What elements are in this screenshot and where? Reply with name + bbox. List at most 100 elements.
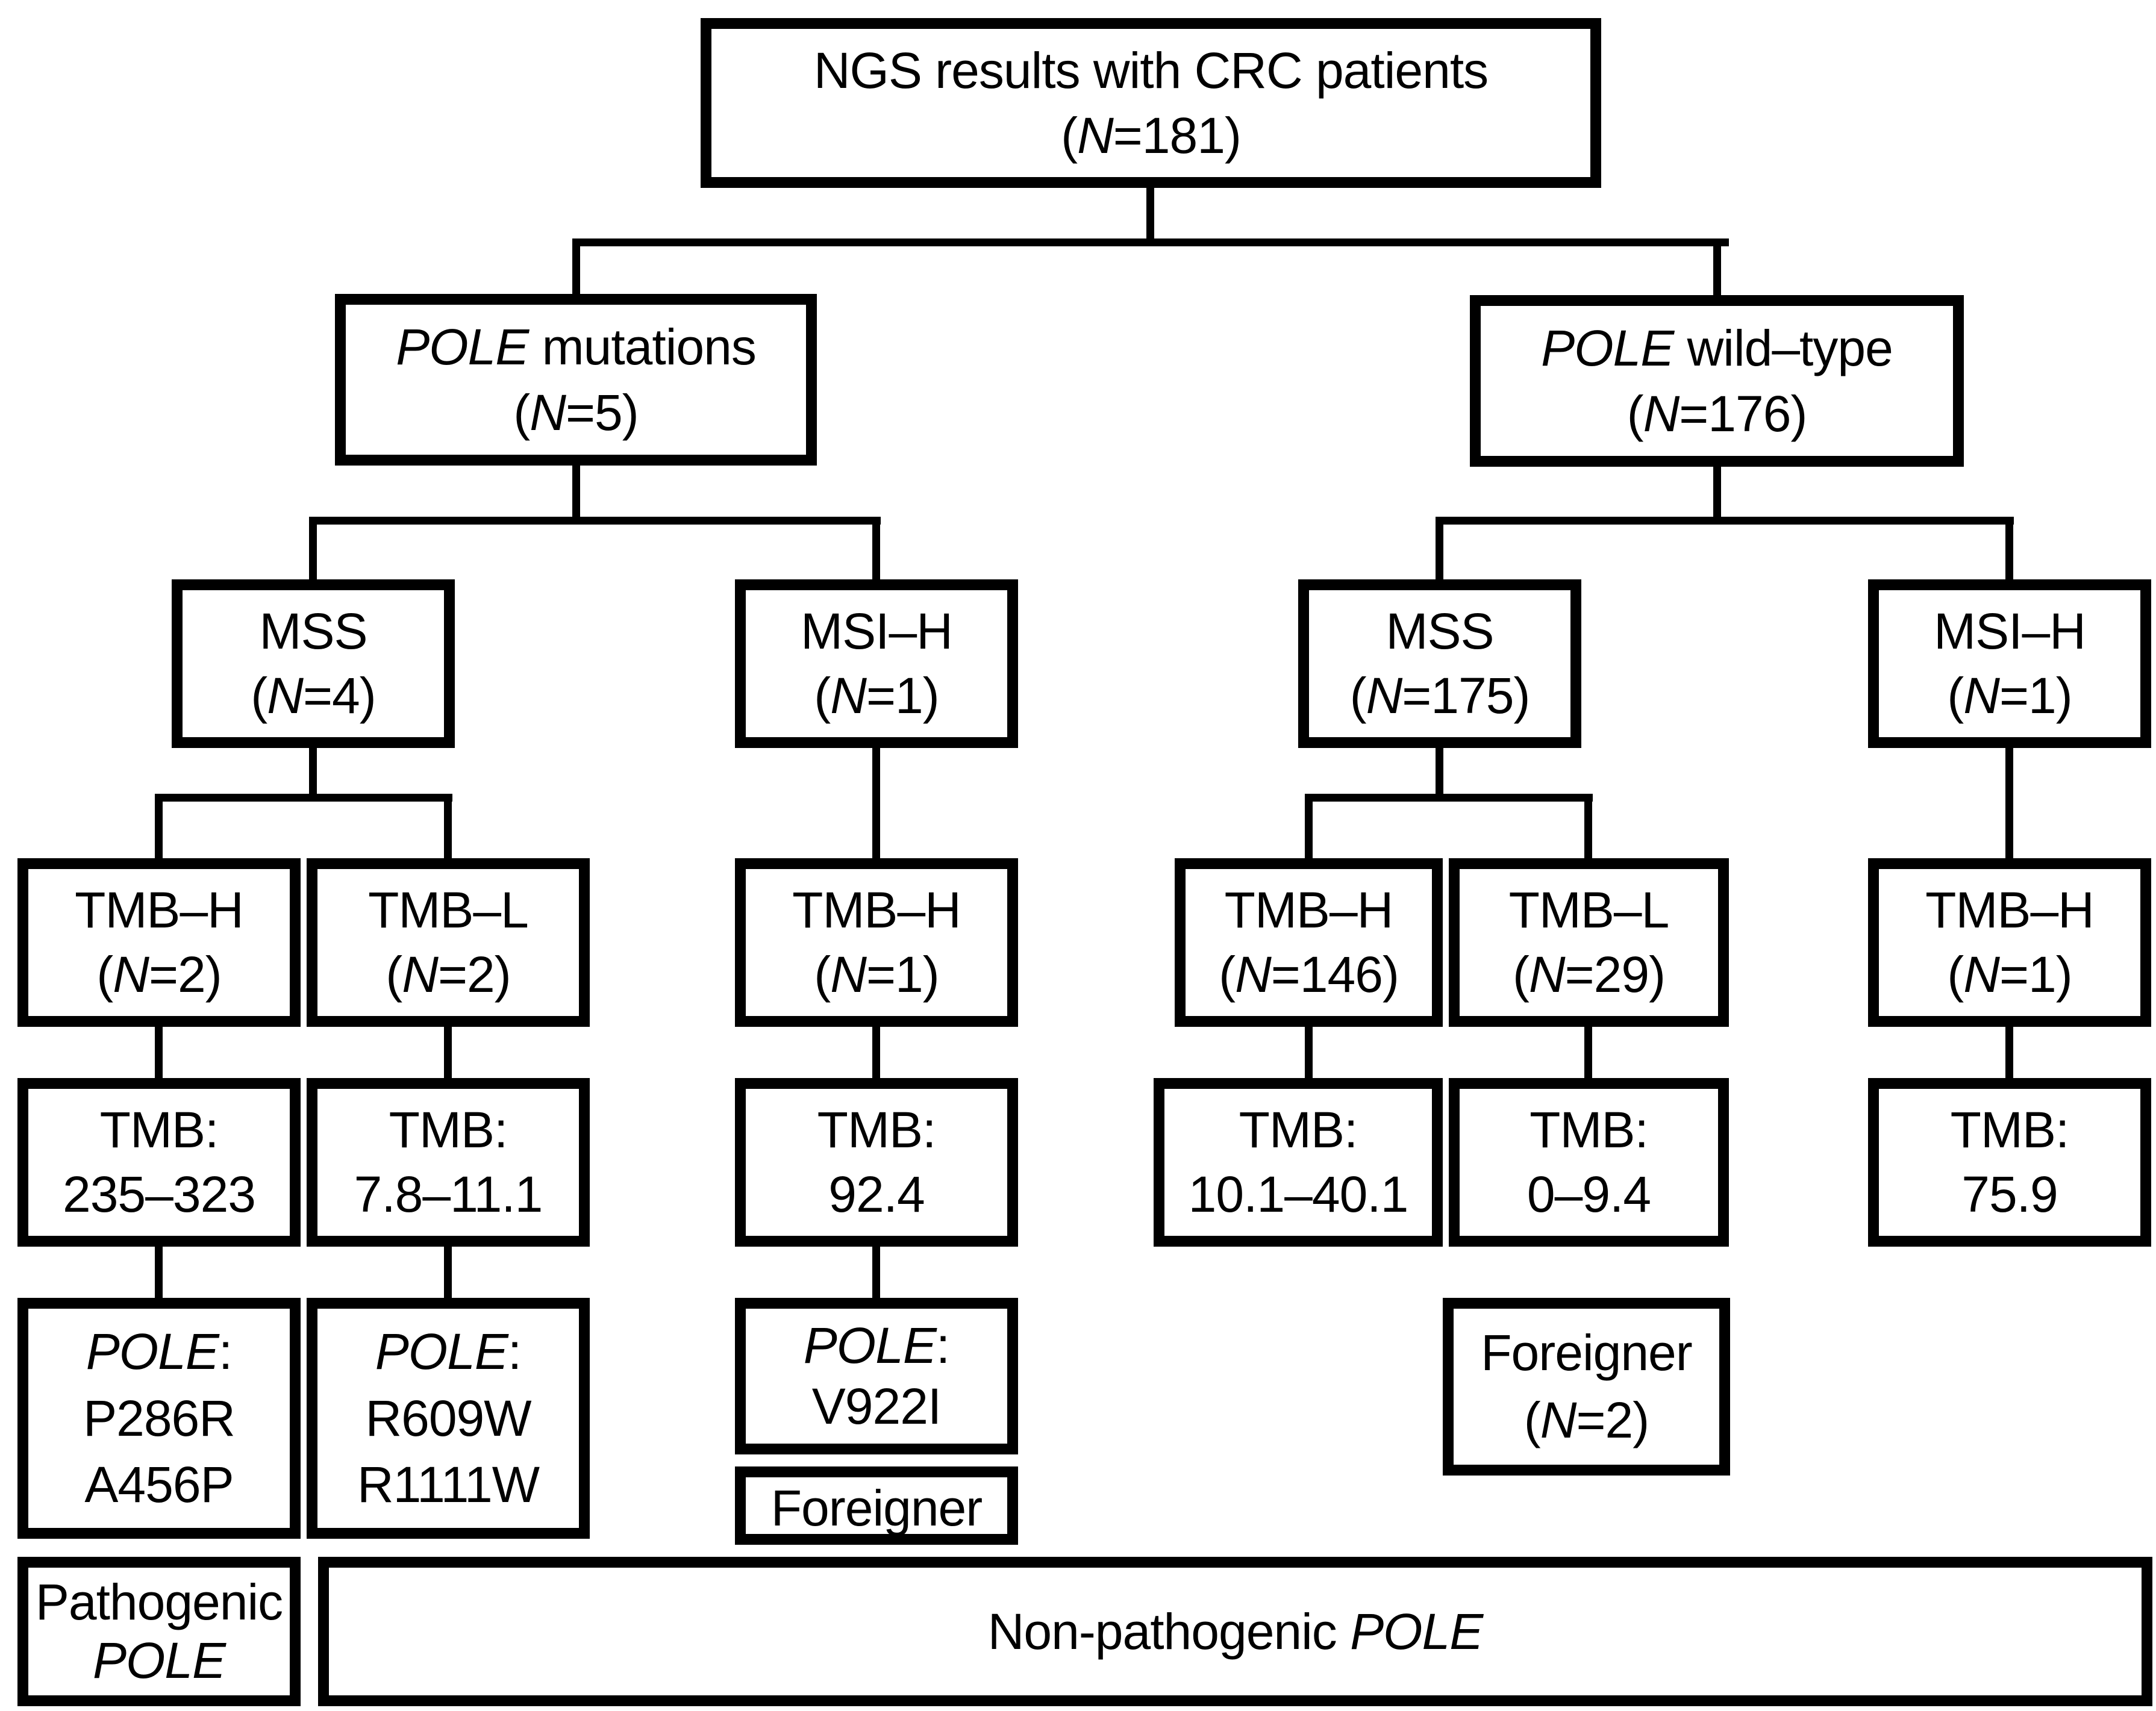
tmbh-n1-left-box: TMB–H (N=1) — [735, 858, 1018, 1027]
mss-pole-wild-type-box: MSS (N=175) — [1298, 579, 1581, 748]
tmbh-n1-right-box: TMB–H (N=1) — [1868, 858, 2151, 1027]
node-text-line: POLE: — [803, 1317, 950, 1374]
connector-line — [444, 1247, 452, 1298]
connector-line — [2005, 748, 2013, 858]
tmbl-n2-box: TMB–L(N=2) — [307, 858, 590, 1027]
node-text-line: Foreigner — [770, 1480, 983, 1536]
foreigner-box: Foreigner — [735, 1466, 1018, 1545]
connector-line — [155, 1247, 163, 1298]
msih-pole-mutations-box: MSI–H (N=1) — [735, 579, 1018, 748]
node-text-line: (N=175) — [1349, 667, 1531, 725]
node-text-line: (N=176) — [1626, 385, 1808, 442]
node-text-line: 0–9.4 — [1526, 1166, 1651, 1223]
node-text-line: MSI–H — [801, 602, 953, 659]
node-text-line: POLE mutations — [396, 318, 757, 375]
connector-line — [1584, 794, 1592, 858]
node-text-line: 235–323 — [62, 1166, 256, 1223]
connector-line — [309, 517, 881, 525]
node-text-line: (N=29) — [1512, 946, 1666, 1003]
node-text-line: TMB–H — [75, 881, 244, 938]
node-text-line: (N=1) — [814, 946, 939, 1003]
pole-p286r-a456p-box: POLE: P286R A456P — [17, 1298, 301, 1539]
connector-line — [2005, 1027, 2013, 1078]
node-text-line: (N=1) — [814, 667, 939, 725]
connector-line — [1436, 748, 1443, 799]
pole-wild-type-box: POLE wild–type (N=176) — [1470, 295, 1964, 467]
non-pathogenic-pole-box: Non-pathogenic POLE — [318, 1557, 2152, 1706]
connector-line — [444, 1027, 452, 1078]
node-text-line: R609W — [365, 1389, 531, 1447]
pole-r609w-r1111w-box: POLE: R609W R1111W — [307, 1298, 590, 1539]
node-text-line: POLE: — [86, 1323, 233, 1380]
connector-line — [572, 238, 580, 294]
node-text-line: A456P — [84, 1456, 234, 1513]
node-text-line: (N=4) — [251, 667, 376, 725]
mss-pole-mutations-box: MSS (N=4) — [172, 579, 455, 748]
connector-line — [572, 238, 1729, 246]
connector-line — [1436, 517, 2014, 525]
msih-pole-wild-type-box: MSI–H(N=1) — [1868, 579, 2151, 748]
foreigner-n2-box: Foreigner (N=2) — [1443, 1298, 1730, 1476]
node-text-line: TMB–L — [368, 881, 529, 938]
node-text-line: TMB–L — [1508, 881, 1670, 938]
connector-line — [1305, 1027, 1313, 1078]
node-text-line: R1111W — [357, 1456, 540, 1513]
node-text-line: MSS — [259, 602, 367, 659]
pole-mutations-box: POLE mutations (N=5) — [335, 294, 817, 466]
connector-line — [872, 748, 880, 858]
root-box: NGS results with CRC patients (N=181) — [701, 18, 1601, 188]
node-text-line: 92.4 — [828, 1166, 925, 1223]
connector-line — [572, 466, 580, 522]
connector-line — [872, 1247, 880, 1298]
node-text-line: TMB: — [99, 1101, 219, 1158]
connector-line — [444, 794, 452, 858]
node-text-line: P286R — [83, 1389, 236, 1447]
node-text-line: TMB: — [1530, 1101, 1649, 1158]
node-text-line: (N=2) — [1523, 1392, 1649, 1449]
node-text-line: (N=1) — [1947, 946, 2072, 1003]
tmb-7-8-11-1-box: TMB: 7.8–11.1 — [307, 1078, 590, 1247]
connector-line — [1305, 794, 1313, 858]
node-text-line: 10.1–40.1 — [1188, 1166, 1409, 1223]
connector-line — [1436, 517, 1443, 579]
node-text-line: V922I — [811, 1378, 942, 1435]
node-text-line: Foreigner — [1481, 1324, 1693, 1381]
node-text-line: MSS — [1386, 602, 1494, 659]
node-text-line: 75.9 — [1961, 1166, 2058, 1223]
node-text-line: (N=146) — [1219, 946, 1399, 1003]
tmb-75-9-box: TMB:75.9 — [1868, 1078, 2151, 1247]
tmbl-n29-box: TMB–L (N=29) — [1449, 858, 1729, 1027]
node-text-line: POLE wild–type — [1541, 319, 1893, 376]
connector-line — [309, 517, 317, 579]
connector-line — [2005, 517, 2013, 579]
connector-line — [155, 794, 452, 802]
tmbh-n146-box: TMB–H(N=146) — [1175, 858, 1443, 1027]
node-text-line: TMB–H — [792, 881, 961, 938]
connector-line — [1713, 467, 1721, 521]
node-text-line: TMB: — [817, 1101, 937, 1158]
node-text-line: (N=181) — [1061, 107, 1242, 164]
node-text-line: TMB–H — [1925, 881, 2095, 938]
node-text-line: TMB: — [389, 1101, 508, 1158]
connector-line — [872, 517, 880, 579]
node-text-line: 7.8–11.1 — [354, 1166, 543, 1223]
node-text-line: (N=5) — [513, 384, 639, 441]
tmb-235-323-box: TMB: 235–323 — [17, 1078, 301, 1247]
connector-line — [155, 1027, 163, 1078]
connector-line — [1713, 238, 1721, 295]
node-text-line: (N=1) — [1947, 667, 2072, 725]
node-text-line: POLE: — [375, 1323, 522, 1380]
tmbh-n2-box: TMB–H (N=2) — [17, 858, 301, 1027]
node-text-line: Pathogenic — [35, 1574, 283, 1631]
connector-line — [309, 748, 317, 799]
connector-line — [155, 794, 163, 858]
node-text-line: POLE — [92, 1632, 226, 1689]
node-text-line: (N=2) — [96, 946, 222, 1003]
connector-line — [872, 1027, 880, 1078]
node-text-line: NGS results with CRC patients — [813, 42, 1489, 99]
node-text-line: TMB: — [1239, 1101, 1358, 1158]
node-text-line: Non-pathogenic POLE — [987, 1603, 1484, 1660]
tmb-10-1-40-1-box: TMB: 10.1–40.1 — [1154, 1078, 1443, 1247]
